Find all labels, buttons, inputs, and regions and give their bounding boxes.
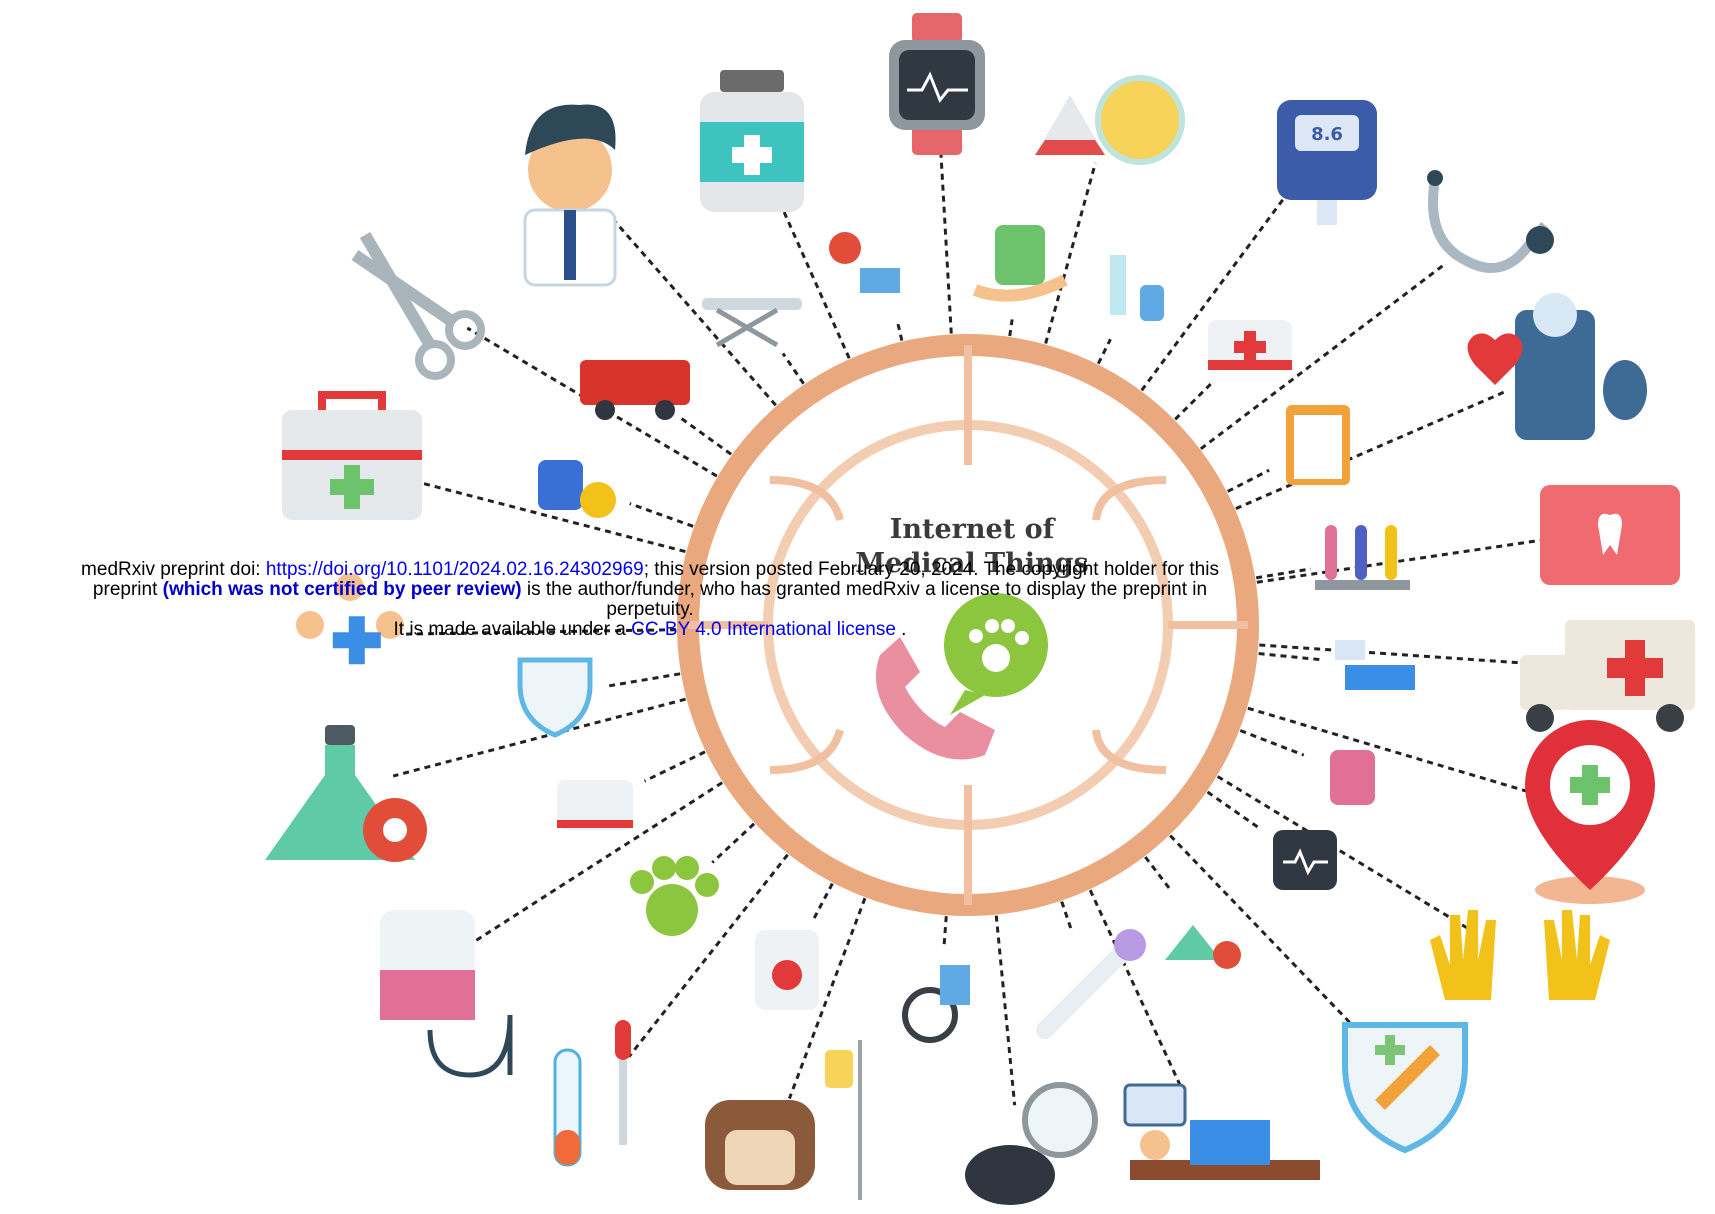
medical-bag-icon (1208, 320, 1292, 370)
license-link[interactable]: CC-BY 4.0 International license (631, 619, 896, 640)
ambulance-icon (1520, 620, 1695, 732)
connector-line (404, 628, 677, 636)
gloves-icon (1430, 910, 1610, 1000)
patient-bed-icon (1123, 1083, 1320, 1180)
connector-line (1140, 183, 1296, 392)
connector-line (1174, 382, 1213, 421)
medicine-hand-icon (972, 225, 1068, 302)
medical-team-icon (296, 573, 404, 665)
wheelchair-icon (902, 965, 970, 1043)
pet-chat-icon (944, 593, 1048, 715)
connector-line (1259, 643, 1571, 668)
svg-text:8.6: 8.6 (1311, 124, 1343, 145)
banner-period: . (895, 619, 907, 640)
connector-line (773, 189, 851, 359)
connector-line (711, 822, 756, 864)
stethoscope-icon (1427, 170, 1554, 273)
lab-flask-icon (1035, 60, 1185, 165)
banner-preprint-text: preprint (92, 579, 163, 600)
first-aid-kit-icon (282, 391, 422, 520)
iv-bag-icon (380, 910, 513, 1078)
clipboard-icon (1286, 405, 1350, 485)
stretcher-icon (702, 298, 802, 348)
banner-line-1: medRxiv preprint doi: https://doi.org/10… (0, 560, 1300, 580)
banner-doi-label: medRxiv preprint doi: (81, 559, 266, 580)
dog-iv-icon (705, 1040, 862, 1200)
banner-available-text: It is made available under a (393, 619, 632, 640)
connector-line (1216, 775, 1474, 933)
location-pin-icon (1525, 720, 1655, 904)
phone-icon (875, 637, 995, 760)
medrxiv-banner: medRxiv preprint doi: https://doi.org/10… (0, 560, 1300, 640)
diagram-title-line2: Medical Things (855, 548, 1088, 579)
pills-icon (538, 460, 616, 518)
connector-line (404, 477, 686, 554)
connector-line (781, 352, 805, 385)
connector-line (1096, 338, 1112, 365)
small-watch-icon (1273, 830, 1337, 890)
paw-icon (630, 856, 719, 936)
connector-line (788, 897, 867, 1100)
blood-pressure-monitor-icon (1467, 293, 1647, 440)
pressure-gauge-icon (965, 1082, 1098, 1205)
thermometer-icon (1036, 929, 1146, 1039)
connector-line (627, 853, 789, 1058)
connector-line (1255, 567, 1311, 580)
connector-line (1060, 901, 1074, 934)
connector-line (678, 415, 732, 456)
food-jar-icon (755, 930, 819, 1010)
surgery-icon (1335, 640, 1415, 690)
connector-line (1169, 834, 1368, 1042)
connector-line (643, 750, 706, 783)
connector-line (1239, 729, 1305, 757)
small-flask-icon (1165, 910, 1241, 969)
flask-gear-icon (265, 725, 427, 862)
banner-posted-text: ; this version posted February 20, 2024.… (643, 559, 1219, 580)
connector-line (895, 321, 904, 341)
connector-line (942, 916, 948, 946)
smartwatch-icon (889, 13, 985, 155)
connector-line (1226, 468, 1270, 493)
connector-line (811, 882, 834, 922)
syringe-vial-icon (1110, 255, 1164, 321)
banner-license-text: is the author/funder, who has granted me… (521, 579, 1208, 600)
small-kit-icon (557, 780, 633, 830)
connector-line (475, 781, 724, 942)
shield-syringe-icon (1342, 1022, 1468, 1154)
central-ring (677, 334, 1259, 916)
connector-line (1235, 390, 1506, 511)
doctor-icon (523, 104, 617, 287)
doi-link[interactable]: https://doi.org/10.1101/2024.02.16.24302… (265, 559, 644, 580)
connector-line (1008, 319, 1014, 337)
connector-line (1199, 261, 1448, 450)
diagram-title-line1: Internet of (890, 514, 1057, 545)
connector-line (608, 672, 681, 688)
dental-kit-icon (1540, 485, 1680, 585)
pill-bottle-icon (700, 70, 804, 212)
microscope-icon (829, 232, 900, 293)
banner-line-4: It is made available under a CC-BY 4.0 I… (0, 620, 1300, 640)
banner-line-2: preprint (which was not certified by pee… (0, 580, 1300, 600)
connector-line (1044, 162, 1097, 344)
connector-line (1144, 856, 1173, 893)
banner-line-3: perpetuity. (606, 599, 694, 620)
connector-line (1088, 889, 1189, 1101)
connector-line (629, 502, 694, 528)
test-tubes-icon (1315, 525, 1410, 590)
small-shield-icon (517, 657, 593, 738)
connector-line (605, 210, 777, 407)
small-ambulance-icon (580, 360, 690, 420)
connector-line (1206, 790, 1261, 830)
small-iv-icon (1330, 750, 1375, 805)
glucose-meter-icon: 8.6 (1277, 100, 1377, 225)
connector-line (938, 139, 953, 334)
scissors-icon (351, 231, 485, 380)
banner-peer-review-note: (which was not certified by peer review) (162, 579, 522, 600)
connector-line (1258, 652, 1321, 662)
dropper-tube-icon (553, 1020, 631, 1167)
connector-line (994, 915, 1017, 1106)
connector-line (1256, 536, 1556, 584)
